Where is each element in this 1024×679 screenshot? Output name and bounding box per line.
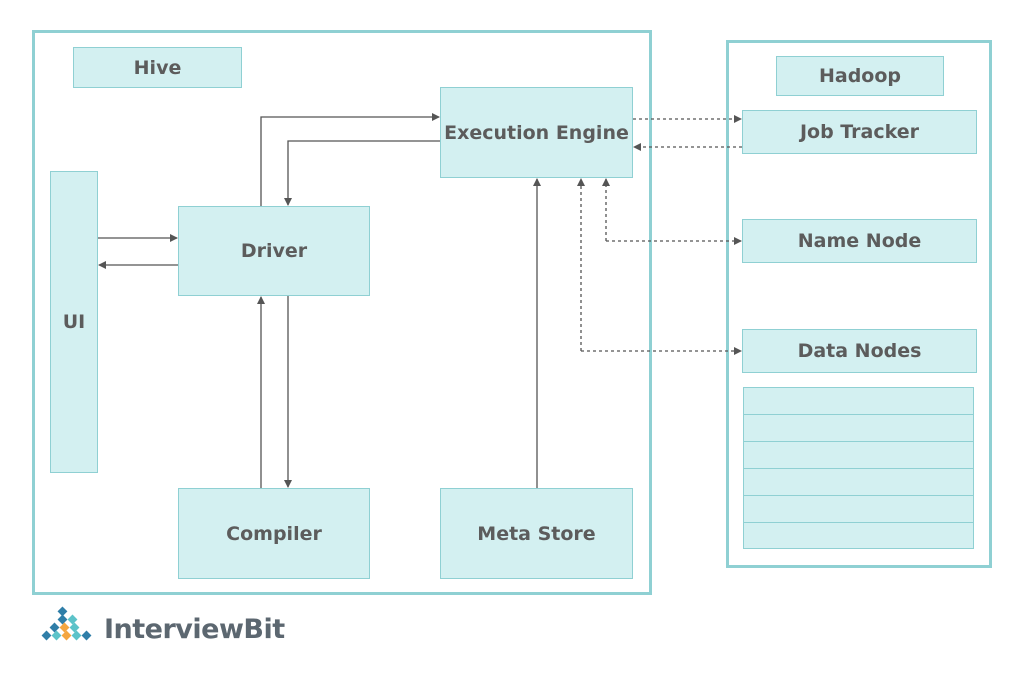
data-node-row	[743, 468, 974, 496]
name-node-box: Name Node	[742, 219, 977, 263]
execution-engine-box: Execution Engine	[440, 87, 633, 178]
data-node-row	[743, 522, 974, 549]
compiler-box: Compiler	[178, 488, 370, 579]
meta-store-box: Meta Store	[440, 488, 633, 579]
hadoop-title: Hadoop	[776, 56, 944, 96]
interviewbit-logo-text: InterviewBit	[104, 614, 285, 645]
engine-to-driver-arrow	[284, 140, 440, 206]
job-tracker-box: Job Tracker	[742, 110, 977, 154]
driver-to-engine-arrow	[260, 113, 440, 206]
driver-box: Driver	[178, 206, 370, 296]
hive-title: Hive	[73, 47, 242, 88]
interviewbit-logo-icon	[41, 606, 92, 641]
data-nodes-box: Data Nodes	[742, 329, 977, 373]
ui-box: UI	[50, 171, 98, 473]
